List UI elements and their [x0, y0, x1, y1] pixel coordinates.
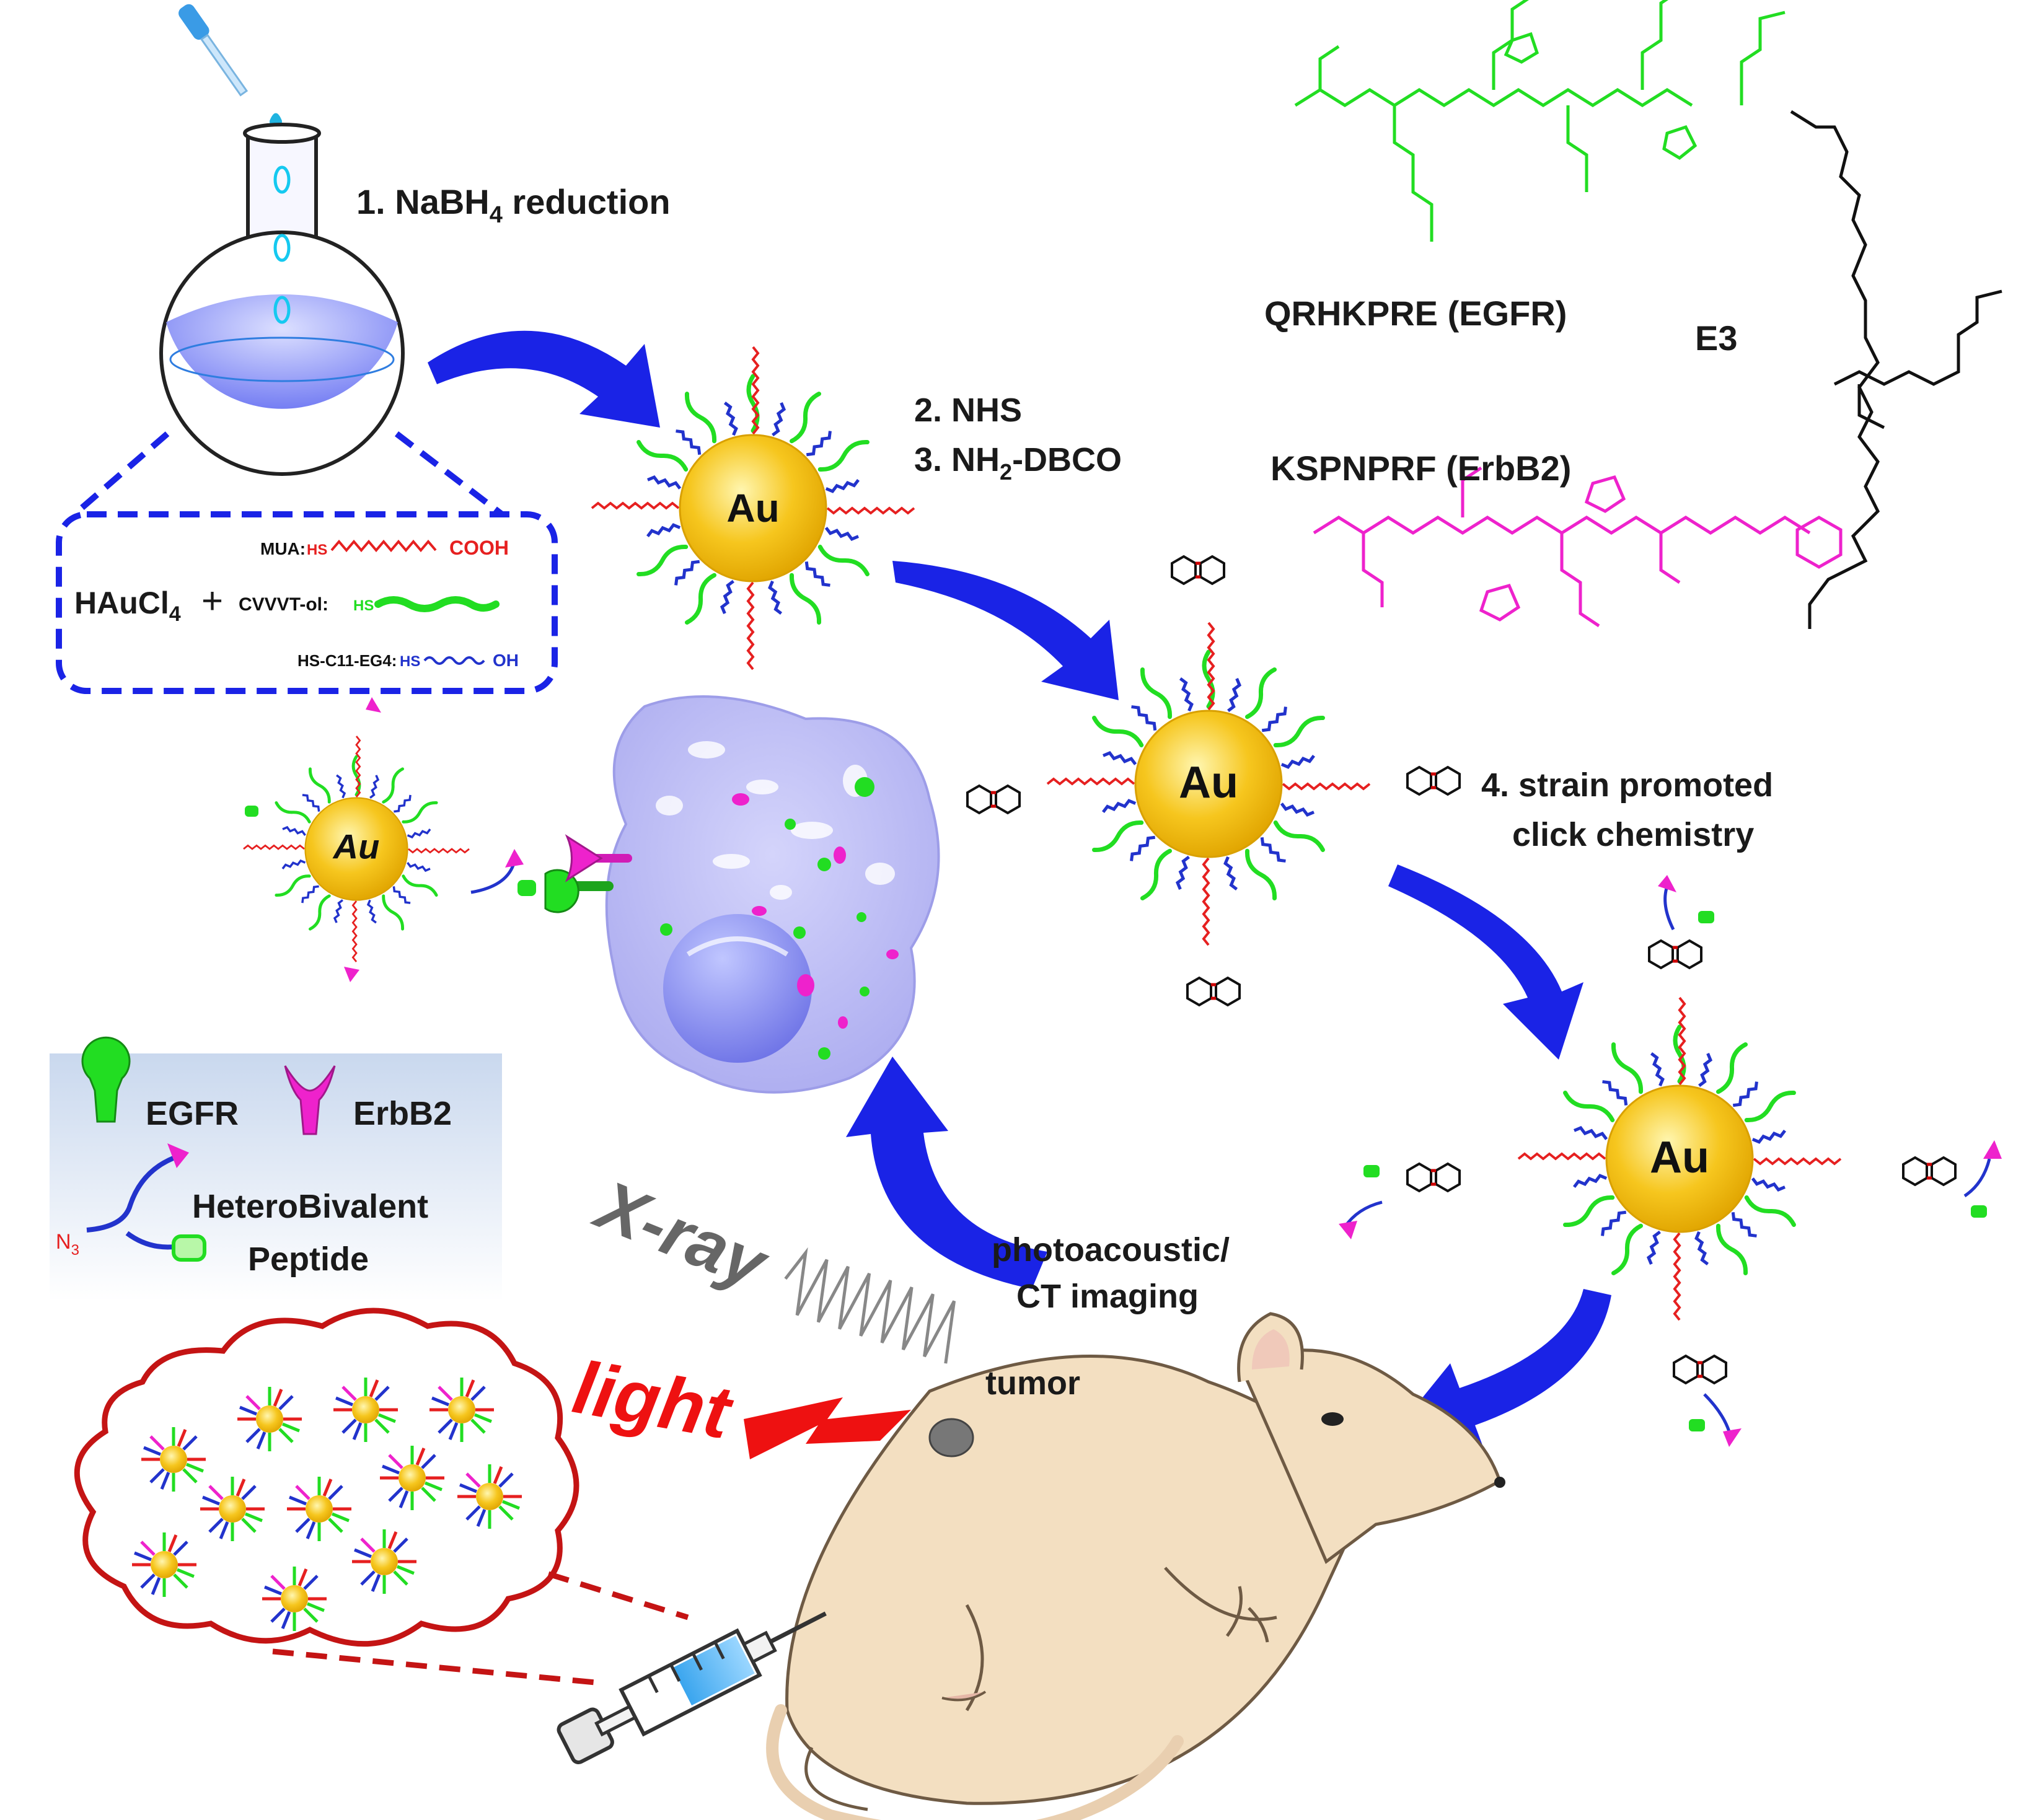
erbb2-receptor-icon [565, 834, 632, 882]
dbco-group-bottom [1187, 978, 1240, 1005]
peptide-heads-np3 [1339, 875, 2002, 1447]
linker-label: E3 [1695, 319, 1738, 358]
legend-erbb2-icon [284, 1065, 336, 1135]
legend-panel: EGFR ErbB2 N3 HeteroBivalent Peptide [50, 1036, 502, 1301]
np1-core-label: Au [726, 486, 779, 530]
egfr-peptide-label: QRHKPRE (EGFR) [1264, 294, 1567, 333]
eg4-hs: HS [400, 653, 420, 670]
nanoparticle-cloud [74, 1308, 579, 1647]
xray-wave-icon [784, 1247, 956, 1364]
egfr-receptor-icon [544, 869, 614, 913]
imaging-modality-line1: photoacoustic/ [992, 1231, 1230, 1268]
mouse-illustration [766, 1312, 1505, 1820]
arrow-mouse-to-cell [846, 1057, 1047, 1289]
dbco-triazole-right [1903, 1158, 1955, 1185]
imaging-modality-line2: CT imaging [1016, 1278, 1199, 1315]
round-bottom-flask-icon [159, 4, 405, 476]
tumor-cell [544, 695, 940, 1094]
nanoparticle-3-conjugated: Au [1518, 998, 1841, 1320]
eg4-label: HS-C11-EG4: [297, 651, 397, 670]
lightning-bolt-icon [744, 1397, 911, 1459]
step1-label: 1. NaBH4 reduction [356, 182, 671, 228]
syringe-icon [557, 1611, 827, 1765]
tumor-label: tumor [985, 1365, 1080, 1402]
cloud-to-syringe-dash-2 [547, 1571, 689, 1620]
haucl4-label: HAuCl4 [74, 586, 181, 626]
arrow-np1-to-np2 [892, 561, 1119, 700]
plus-sign: + [201, 580, 223, 622]
cvvvt-label: CVVVT-ol: [239, 594, 328, 615]
legend-azide-label: N3 [56, 1230, 79, 1259]
mua-label: MUA: [260, 539, 306, 558]
nanoparticle-1: Au [592, 347, 914, 669]
legend-erbb2-label: ErbB2 [353, 1095, 452, 1132]
cloud-to-syringe-dash-1 [272, 1648, 596, 1686]
step4-label-line2: click chemistry [1512, 816, 1754, 853]
dbco-group-right [1407, 767, 1460, 794]
targeted-nanoparticle: Au [244, 736, 469, 962]
cvvvt-hs: HS [353, 597, 374, 614]
legend-hetero-line2: Peptide [248, 1241, 369, 1278]
dbco-triazole-left [1407, 1164, 1460, 1191]
legend-heterobivalent-icon [86, 1143, 206, 1262]
step4-label-line1: 4. strain promoted [1481, 767, 1773, 804]
legend-egfr-icon [81, 1036, 131, 1123]
eg4-oh: OH [493, 651, 519, 670]
erbb2-peptide-label: KSPNPRF (ErbB2) [1271, 449, 1571, 488]
tumor-mark [928, 1418, 974, 1457]
legend-egfr-label: EGFR [146, 1095, 239, 1132]
e3-linker-structure [1790, 110, 2002, 629]
dbco-group-left [967, 786, 1020, 813]
nanoparticle-2-dbco: Au [1047, 623, 1370, 945]
np3-core-label: Au [1650, 1133, 1709, 1182]
reagent-box: HAuCl4 + MUA: HS COOH CVVVT-ol: HS HS-C1… [56, 431, 558, 694]
mua-cooh: COOH [449, 537, 509, 559]
targeted-np-peptides [245, 697, 536, 982]
np2-core-label: Au [1179, 758, 1238, 807]
legend-hetero-line1: HeteroBivalent [192, 1188, 428, 1225]
step2-label: 2. NHS [914, 392, 1022, 429]
arrow-np3-to-mouse [1398, 1289, 1611, 1450]
xray-label: X-ray [583, 1165, 780, 1304]
np4-core-label: Au [332, 827, 380, 866]
light-label: light [567, 1345, 739, 1455]
arrow-flask-to-np1 [428, 330, 660, 428]
egfr-peptide-structure [1294, 0, 1786, 242]
arrow-np2-to-np3 [1388, 864, 1583, 1060]
mua-hs: HS [307, 542, 327, 558]
dbco-triazole-top [1649, 941, 1701, 968]
dbco-triazole-bottom [1674, 1356, 1726, 1383]
dbco-group-top [1172, 556, 1224, 584]
dropper-icon [178, 4, 249, 97]
erbb2-peptide-structure [1313, 466, 1843, 628]
step3-label: 3. NH2-DBCO [914, 441, 1122, 485]
